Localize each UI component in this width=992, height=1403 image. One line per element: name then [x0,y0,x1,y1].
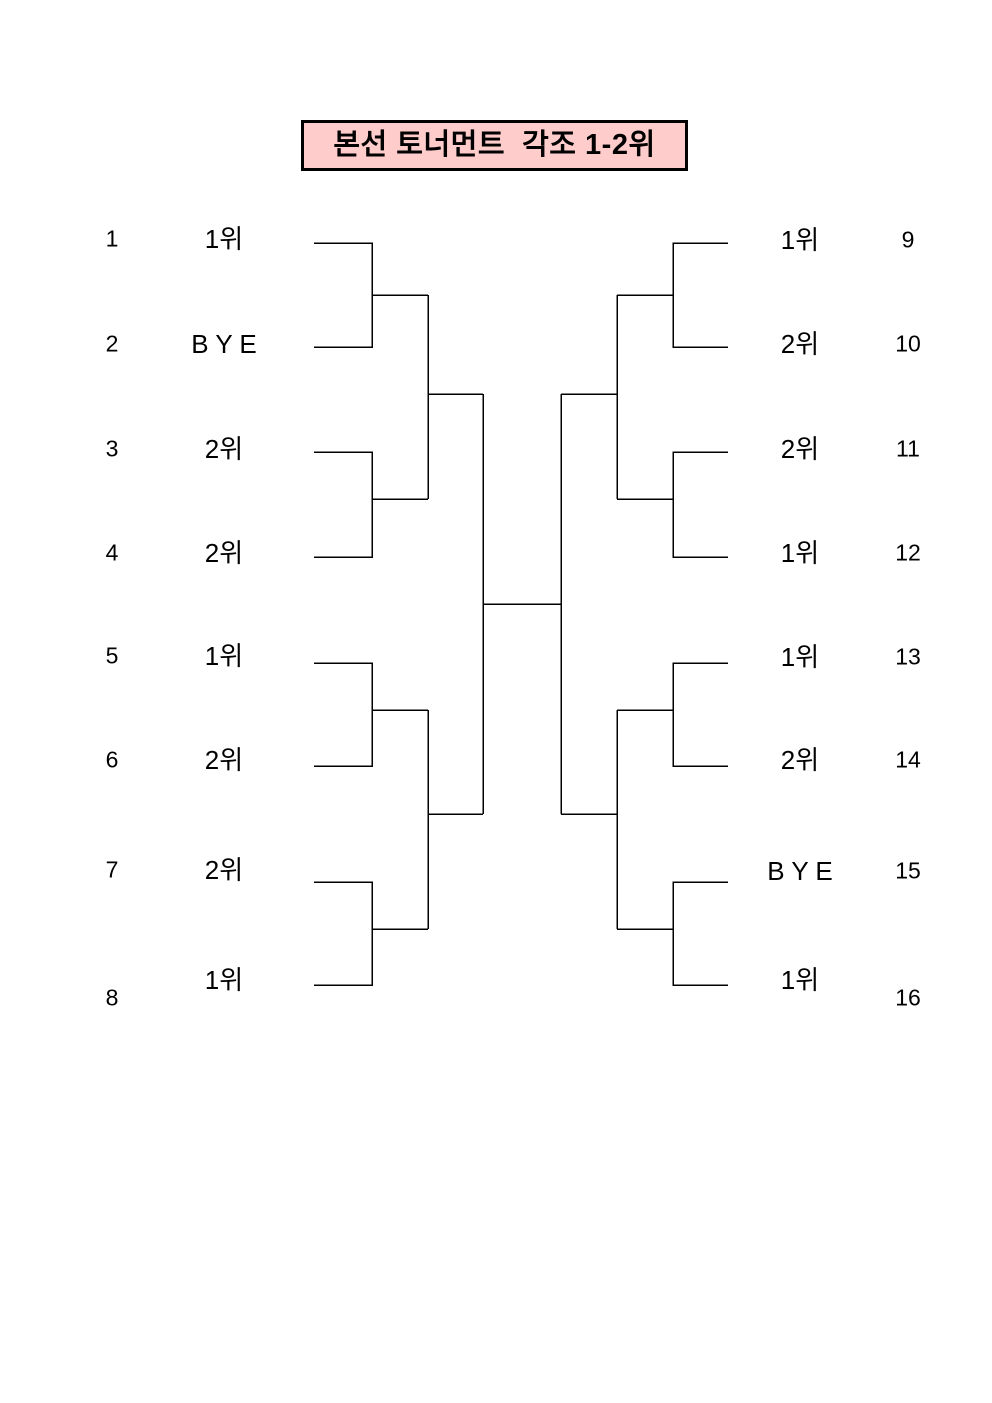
tournament-title-box: 본선 토너먼트 각조 1-2위 [301,120,688,171]
bracket-slot-label: 2위 [780,745,820,775]
bracket-slot-number: 2 [105,330,119,357]
bracket-slot-number: 6 [105,746,119,773]
bracket-slot-number: 15 [895,857,921,884]
bracket-slot-label: 2위 [204,745,244,775]
bracket-slot-number: 5 [105,642,119,669]
bracket-lines-path [314,242,728,986]
bracket-slot-label: B Y E [767,856,833,886]
bracket-slot-number: 11 [896,435,920,462]
bracket-slot-number: 9 [901,226,915,253]
bracket-slot-label: 2위 [204,855,244,885]
bracket-slot-label: 1위 [204,965,244,995]
bracket-slot-number: 12 [895,539,921,566]
bracket-slot-number: 7 [105,856,119,883]
bracket-slot-label: 1위 [204,641,244,671]
bracket-slot-label: 2위 [204,538,244,568]
bracket-slot-number: 16 [895,984,921,1011]
bracket-slot-label: 1위 [780,225,820,255]
bracket-slot-number: 8 [105,984,119,1011]
bracket-slot-label: 2위 [780,329,820,359]
bracket-slot-number: 10 [895,330,921,357]
bracket-slot-number: 13 [895,643,921,670]
bracket-slot-label: 1위 [780,965,820,995]
bracket-slot-label: 1위 [780,538,820,568]
bracket-slot-number: 3 [105,435,119,462]
bracket-slot-label: 1위 [780,642,820,672]
bracket-slot-number: 14 [895,746,921,773]
bracket-slot-label: 2위 [780,434,820,464]
bracket-slot-label: 2위 [204,434,244,464]
bracket-slot-number: 4 [105,539,119,566]
tournament-title: 본선 토너먼트 각조 1-2위 [333,129,656,161]
bracket-slot-label: B Y E [191,329,257,359]
bracket-slot-label: 1위 [204,224,244,254]
bracket-slot-number: 1 [105,225,119,252]
